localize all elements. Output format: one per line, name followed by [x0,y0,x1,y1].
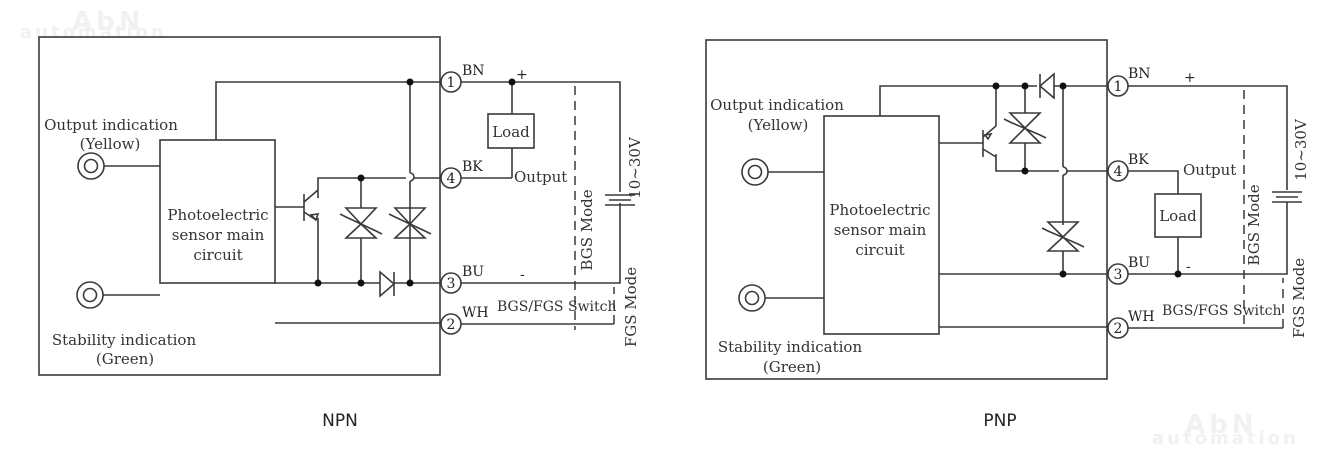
output-indication-color: (Yellow) [748,116,809,134]
pin-4: 4 BK [440,159,483,189]
main-circuit-line2: sensor main [172,226,265,244]
stability-indication-color: (Green) [96,350,154,368]
output-indication-color: (Yellow) [80,135,141,153]
watermark-sub: automation [1152,428,1299,449]
minus-sign: - [520,267,525,283]
stability-indication-color: (Green) [763,358,821,376]
main-circuit-block [159,139,276,284]
pin-3: 3 BU [440,264,484,294]
minus-sign: - [1186,259,1191,275]
yellow-led-icon [741,158,824,186]
pnp-transistor-icon [982,125,997,158]
wire-bn-label: BN [462,63,485,79]
tvs-diode-icon [339,178,383,283]
pin-4: 4 BK [1107,152,1149,182]
pin-2: 2 WH [1107,309,1155,339]
plus-sign: + [516,67,528,83]
switch-label: BGS/FGS Switch [497,299,617,315]
svg-text:1: 1 [447,75,456,91]
wire-bu-label: BU [1128,255,1150,271]
npn-caption: NPN [322,411,358,431]
npn-diagram: Output indication (Yellow) Stability ind… [38,36,644,431]
green-led-icon [738,284,824,312]
tvs-diode-icon [1041,221,1085,252]
stability-indication-label: Stability indication [718,338,863,356]
load-label: Load [492,123,530,141]
voltage-label: 10~30V [1292,118,1310,181]
plus-sign: + [1184,70,1196,86]
wire-bn-label: BN [1128,66,1151,82]
output-indication-label: Output indication [710,96,844,114]
bgs-mode-label: BGS Mode [1245,184,1263,265]
stability-indication-label: Stability indication [52,331,197,349]
battery-icon [1272,191,1302,203]
bgs-mode-label: BGS Mode [578,189,596,270]
svg-text:2: 2 [1114,321,1123,337]
svg-text:4: 4 [1114,164,1123,180]
diode-icon [1038,72,1055,100]
main-circuit-line1: Photoelectric [167,206,268,224]
battery-icon [605,194,635,206]
svg-text:3: 3 [447,276,456,292]
pin-1: 1 BN [1107,66,1151,97]
green-led-icon [76,281,160,309]
main-circuit-block [823,115,940,335]
output-indication-label: Output indication [44,116,178,134]
main-circuit-line2: sensor main [834,221,927,239]
svg-text:2: 2 [447,317,456,333]
sensor-enclosure [705,39,1108,380]
pin-1: 1 BN [440,63,485,93]
svg-text:1: 1 [1114,79,1123,95]
load-label: Load [1159,207,1197,225]
pnp-diagram: Output indication (Yellow) Stability ind… [705,39,1310,431]
pin-2: 2 WH [440,305,489,335]
wire-wh-label: WH [1128,309,1155,325]
fgs-mode-label: FGS Mode [622,267,640,347]
output-label: Output [1183,161,1236,179]
tvs-diode-icon [388,207,432,239]
main-circuit-line3: circuit [193,246,242,264]
load-block [1154,193,1202,238]
output-label: Output [514,168,567,186]
watermark-brand: AbN [1185,410,1258,440]
pnp-caption: PNP [983,411,1016,431]
watermark-brand: AbN [72,7,145,37]
wire-bu-label: BU [462,264,484,280]
main-circuit-line1: Photoelectric [829,201,930,219]
watermark-bottom-right: AbN automation [1152,410,1299,449]
yellow-led-icon [77,152,160,180]
switch-label: BGS/FGS Switch [1162,303,1282,319]
wire-bk-label: BK [1128,152,1149,168]
diode-icon [379,270,396,298]
svg-text:4: 4 [447,171,456,187]
watermark-sub: automation [20,22,167,43]
main-circuit-line3: circuit [855,241,904,259]
npn-transistor-icon [275,189,320,283]
svg-text:3: 3 [1114,267,1123,283]
wire-bk-label: BK [462,159,483,175]
sensor-enclosure [38,36,441,376]
load-block [487,113,535,149]
voltage-label: 10~30V [626,136,644,199]
tvs-diode-icon [1003,112,1047,144]
pin-3: 3 BU [1107,255,1150,285]
fgs-mode-label: FGS Mode [1290,258,1308,338]
wire-wh-label: WH [462,305,489,321]
